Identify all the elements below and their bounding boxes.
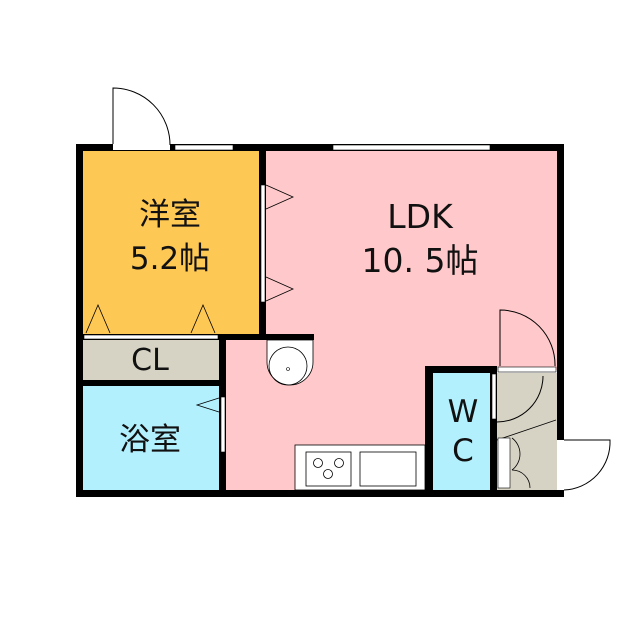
wc-name-c: C: [452, 433, 474, 469]
front-door-opening: [557, 440, 564, 490]
door-swing-ldk: [499, 309, 556, 367]
ldk-room-right: [424, 336, 559, 370]
wc-room: [432, 373, 492, 491]
sink-icon: [359, 451, 417, 487]
ldk-room-name: LDK: [387, 197, 453, 236]
sliding-door: [260, 184, 266, 303]
front-door-swing: [563, 439, 611, 491]
door-arrows: [85, 184, 294, 413]
closet-door: [83, 334, 219, 340]
closet-room: [82, 340, 222, 382]
western-room: [82, 150, 262, 336]
window-ldk: [332, 144, 491, 151]
western-room-name: 洋室: [139, 197, 201, 233]
door-opening: [113, 144, 170, 150]
bath-room-name: 浴室: [119, 422, 181, 458]
entry-step: [497, 366, 557, 373]
shoe-cabinet: [497, 437, 511, 489]
bath-room: [82, 386, 222, 492]
western-room-size: 5.2帖: [129, 241, 211, 277]
stove-icon: [305, 451, 352, 487]
wc-door: [491, 373, 497, 420]
ldk-room-size: 10. 5帖: [361, 241, 479, 280]
closet-name: CL: [131, 343, 169, 378]
ldk-room-upper: [264, 150, 559, 340]
door-swing-wc: [496, 375, 544, 423]
window-western: [174, 144, 234, 151]
bath-door: [220, 396, 226, 453]
door-swing-top: [112, 87, 171, 146]
wc-name-w: W: [447, 394, 479, 430]
